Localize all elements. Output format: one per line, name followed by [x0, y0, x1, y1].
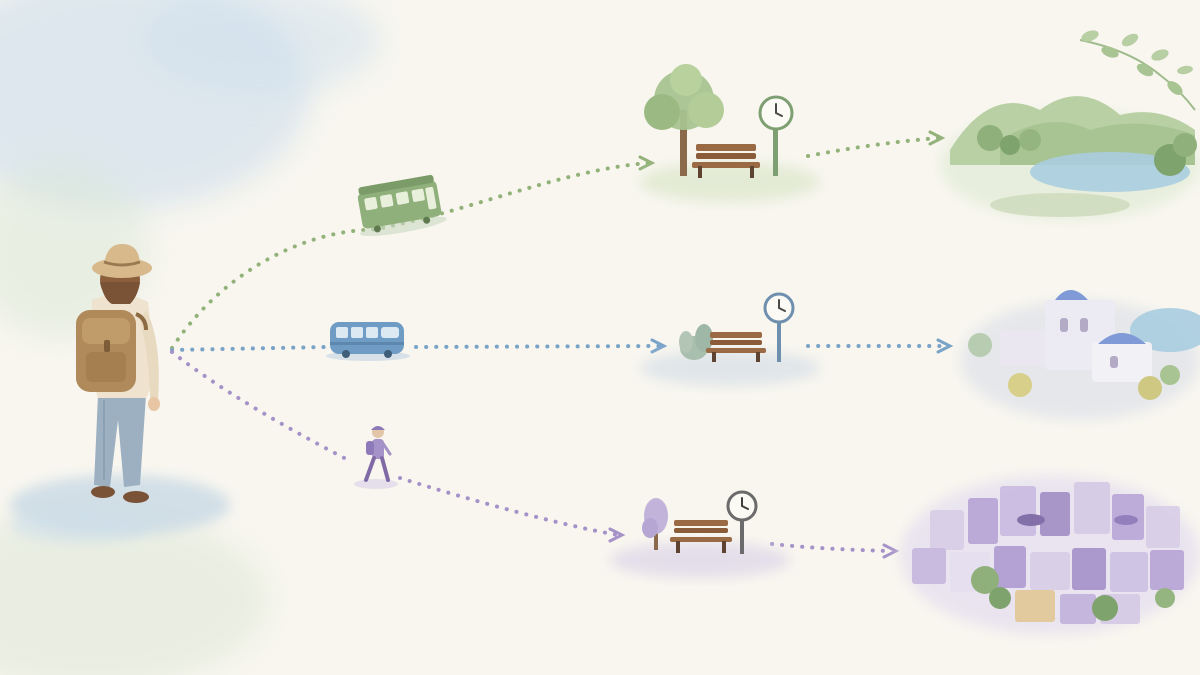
bench-with-small-tree-and-clock-icon [610, 490, 790, 578]
route-green-path-1 [170, 161, 650, 350]
bus-icon [326, 322, 410, 361]
route-purple [170, 350, 900, 559]
lake-and-hills-landscape-icon [940, 96, 1200, 220]
route-green-arrow-2 [928, 130, 946, 146]
sky-wash [0, 0, 380, 675]
route-blue-arrow-1 [650, 338, 668, 354]
route-blue-path-2 [414, 344, 662, 349]
route-purple-arrow-2 [882, 543, 900, 559]
traveler-with-backpack-icon [76, 244, 160, 503]
route-green-path-2 [806, 136, 940, 158]
route-blue-arrow-2 [936, 338, 954, 354]
route-purple-path-3 [770, 542, 894, 553]
route-green [170, 130, 946, 350]
traveler-ground-patch [10, 475, 230, 543]
lavender-town-cluster-icon [900, 475, 1200, 635]
route-green-arrow-1 [638, 155, 656, 171]
route-purple-path-1 [170, 350, 354, 464]
route-blue-path-1 [170, 345, 328, 352]
bench-with-tree-and-clock-icon [640, 64, 820, 202]
route-blue [170, 338, 954, 354]
walking-person-icon [354, 426, 398, 489]
route-purple-path-2 [398, 476, 620, 537]
route-purple-arrow-1 [608, 527, 626, 543]
leafy-branch-icon [1079, 30, 1196, 111]
whitewashed-village-with-blue-domes-icon [960, 290, 1200, 420]
bench-with-shrub-and-clock-icon [640, 292, 820, 386]
tram-icon [357, 174, 447, 237]
